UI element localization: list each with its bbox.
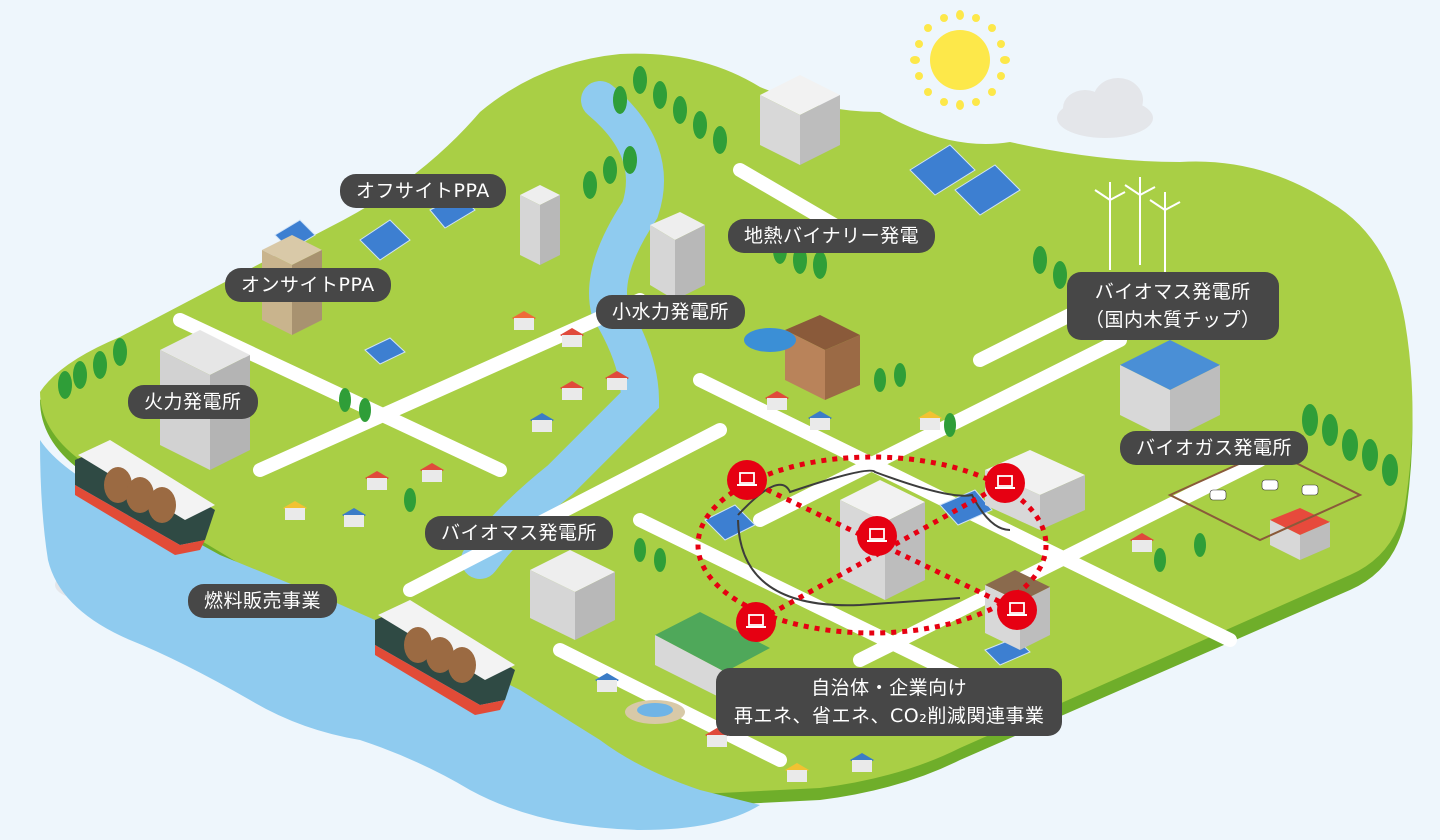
building (785, 315, 860, 400)
building (520, 185, 560, 265)
label-biomass-domestic[interactable]: バイオマス発電所 （国内木質チップ） (1067, 272, 1279, 340)
label-small-hydro[interactable]: 小水力発電所 (596, 295, 746, 329)
laptop-icon (994, 475, 1016, 491)
building (530, 550, 615, 640)
river-channel (461, 81, 664, 579)
label-biogas[interactable]: バイオガス発電所 (1120, 431, 1309, 465)
laptop-icon (745, 614, 767, 630)
network-node[interactable] (985, 463, 1025, 503)
greenhouse (655, 612, 770, 700)
label-line: （国内木質チップ） (1085, 309, 1261, 331)
label-thermal[interactable]: 火力発電所 (128, 385, 258, 419)
building (650, 212, 705, 300)
network-node[interactable] (736, 602, 776, 642)
label-municipal-corporate[interactable]: 自治体・企業向け 再エネ、省エネ、CO₂削減関連事業 (716, 668, 1063, 736)
pasture (1167, 448, 1363, 542)
label-line: 再エネ、省エネ、CO₂削減関連事業 (734, 705, 1045, 727)
building (760, 75, 840, 165)
label-onsite-ppa[interactable]: オンサイトPPA (225, 268, 391, 302)
network-node[interactable] (997, 590, 1037, 630)
laptop-icon (736, 472, 758, 488)
network-node[interactable] (727, 460, 767, 500)
cargo-ship (75, 440, 215, 555)
building (1120, 340, 1220, 440)
pond (744, 328, 796, 352)
cargo-ship (375, 600, 515, 715)
label-biomass[interactable]: バイオマス発電所 (425, 516, 614, 550)
label-geothermal-binary[interactable]: 地熱バイナリー発電 (728, 219, 936, 253)
label-line: バイオマス発電所 (1094, 281, 1251, 303)
network-node[interactable] (857, 516, 897, 556)
label-fuel-sales[interactable]: 燃料販売事業 (188, 584, 338, 618)
laptop-icon (866, 528, 888, 544)
label-offsite-ppa[interactable]: オフサイトPPA (340, 174, 506, 208)
laptop-icon (1006, 602, 1028, 618)
sun-icon (910, 10, 1010, 110)
label-line: 自治体・企業向け (811, 677, 968, 699)
